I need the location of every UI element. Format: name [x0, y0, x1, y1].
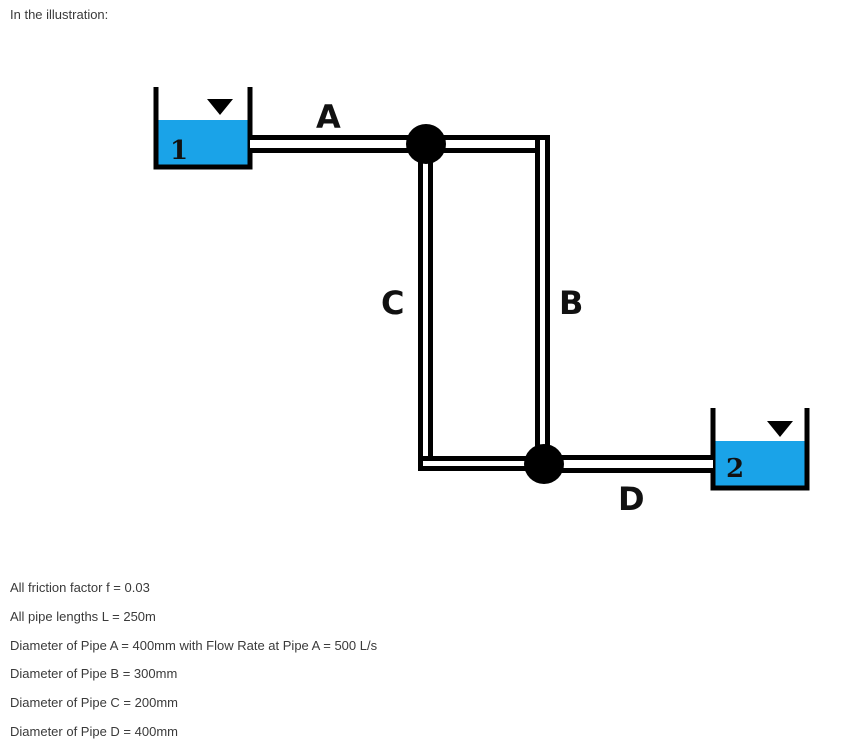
pipe-c	[418, 146, 546, 471]
reservoir-1-label: 1	[170, 136, 188, 166]
reservoir-2-label: 2	[726, 454, 744, 484]
param-pipe-b: Diameter of Pipe B = 300mm	[10, 666, 178, 682]
intro-text: In the illustration:	[10, 7, 109, 22]
pipe-c-label: C	[381, 284, 404, 322]
pipe-b	[426, 135, 550, 463]
param-pipe-d: Diameter of Pipe D = 400mm	[10, 723, 178, 739]
reservoir-2-water	[713, 441, 805, 488]
reservoir-2-walls	[710, 408, 810, 491]
junction-2	[524, 444, 564, 484]
pipe-d	[544, 455, 713, 473]
pipe-b-label: B	[559, 284, 583, 322]
reservoir-1-water-level-icon	[207, 99, 233, 115]
reservoir-1: 1	[153, 87, 253, 170]
reservoir-2: 2	[710, 408, 810, 491]
reservoir-1-walls	[153, 87, 253, 170]
parameter-list: All friction factor f = 0.03 All pipe le…	[10, 578, 377, 751]
junction-1	[406, 124, 446, 164]
pipe-a-label: A	[316, 98, 341, 136]
pipe-d-label: D	[618, 480, 645, 518]
param-friction-factor: All friction factor f = 0.03	[10, 580, 150, 595]
param-pipe-lengths: All pipe lengths L = 250m	[10, 608, 156, 624]
param-pipe-c: Diameter of Pipe C = 200mm	[10, 695, 178, 711]
reservoir-1-water	[156, 120, 248, 167]
param-pipe-a: Diameter of Pipe A = 400mm with Flow Rat…	[10, 637, 378, 653]
pipe-a	[250, 135, 428, 153]
reservoir-2-water-level-icon	[767, 421, 793, 437]
